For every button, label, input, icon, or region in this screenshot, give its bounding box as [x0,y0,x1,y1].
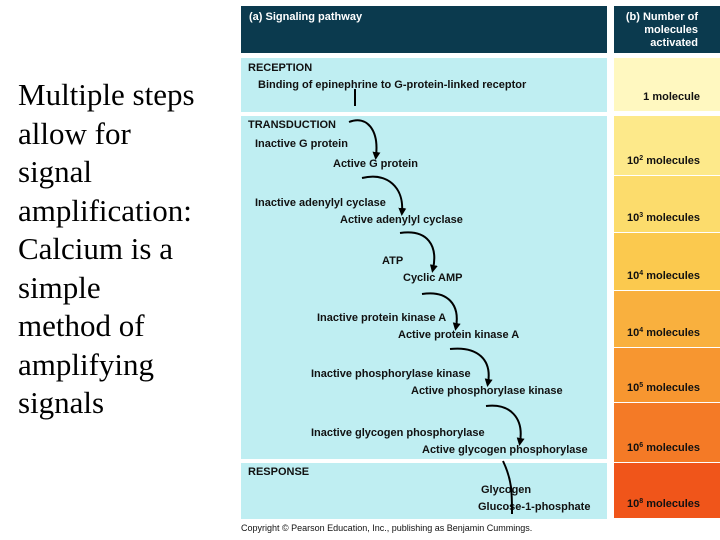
response-arrow [502,460,513,515]
pathway-header: (a) Signaling pathway [241,6,607,53]
slide-line: signal [18,154,93,189]
slide-line: amplifying [18,346,155,382]
pathway-header-label: (a) Signaling pathway [249,11,363,23]
amount-label: 106 molecules [626,442,700,454]
amount-cell: 102 molecules [614,116,720,176]
amount-label: 105 molecules [626,382,700,394]
adenylyl-cyclase-arrow [361,175,407,216]
cyclic-amp-label: Cyclic AMP [403,272,463,284]
amount-cell: 105 molecules [614,348,720,403]
glucose-1-phosphate-label: Glucose-1-phosphate [478,501,591,513]
molecules-header-line: (b) Number of [625,11,698,23]
active-phosphorylase-kinase: Active phosphorylase kinase [411,385,563,397]
camp-arrow [399,231,438,273]
slide-line: allow for [18,115,131,151]
transduction-panel [241,116,607,459]
molecules-header: (b) Number of molecules activated [614,6,720,53]
inactive-phosphorylase-kinase: Inactive phosphorylase kinase [311,368,471,380]
reception-text: Binding of epinephrine to G-protein-link… [258,79,527,91]
response-title: RESPONSE [248,466,310,478]
phosphorylase-kinase-arrow [449,347,493,387]
response-panel [241,463,607,519]
slide-line: amplification: [18,192,192,228]
inactive-glycogen-phosphorylase: Inactive glycogen phosphorylase [311,427,485,439]
inactive-protein-kinase-a: Inactive protein kinase A [317,312,447,324]
transduction-title: TRANSDUCTION [248,119,336,131]
reception-panel [241,58,607,112]
slide-text: Multiple steps allow for signal amplific… [18,76,238,423]
g-protein-arrow [348,119,381,160]
slide-line: Multiple steps [18,77,195,112]
molecules-header-line: activated [650,37,698,49]
slide-line: Calcium is a [18,231,173,266]
amount-cell: 104 molecules [614,291,720,348]
amount-cell: 106 molecules [614,403,720,463]
amount-label: 103 molecules [626,212,700,224]
amount-label: 104 molecules [626,327,700,339]
amount-label: 1 molecule [643,91,700,103]
amount-label: 108 molecules [626,498,700,510]
inactive-g-protein: Inactive G protein [255,138,348,150]
amount-cell: 104 molecules [614,233,720,291]
amount-cell: 108 molecules [614,463,720,519]
amount-cell: 103 molecules [614,176,720,233]
active-glycogen-phosphorylase: Active glycogen phosphorylase [422,444,588,456]
glycogen-label: Glycogen [481,484,532,496]
glycogen-phosphorylase-arrow [485,404,525,446]
protein-kinase-a-arrow [421,292,461,331]
slide-line: signals [18,385,105,420]
active-g-protein: Active G protein [333,158,418,170]
amount-cell: 1 molecule [614,58,720,112]
copyright-notice: Copyright © Pearson Education, Inc., pub… [241,523,533,533]
atp-label: ATP [382,255,404,267]
reception-title: RECEPTION [248,62,313,74]
molecules-header-line: molecules [644,24,698,36]
slide-line: method of [18,308,145,343]
slide-line: simple [18,269,101,305]
amount-label: 104 molecules [626,270,700,282]
active-protein-kinase-a: Active protein kinase A [398,329,520,341]
amount-label: 102 molecules [626,155,700,167]
inactive-adenylyl-cyclase: Inactive adenylyl cyclase [255,197,386,209]
active-adenylyl-cyclase: Active adenylyl cyclase [340,214,463,226]
